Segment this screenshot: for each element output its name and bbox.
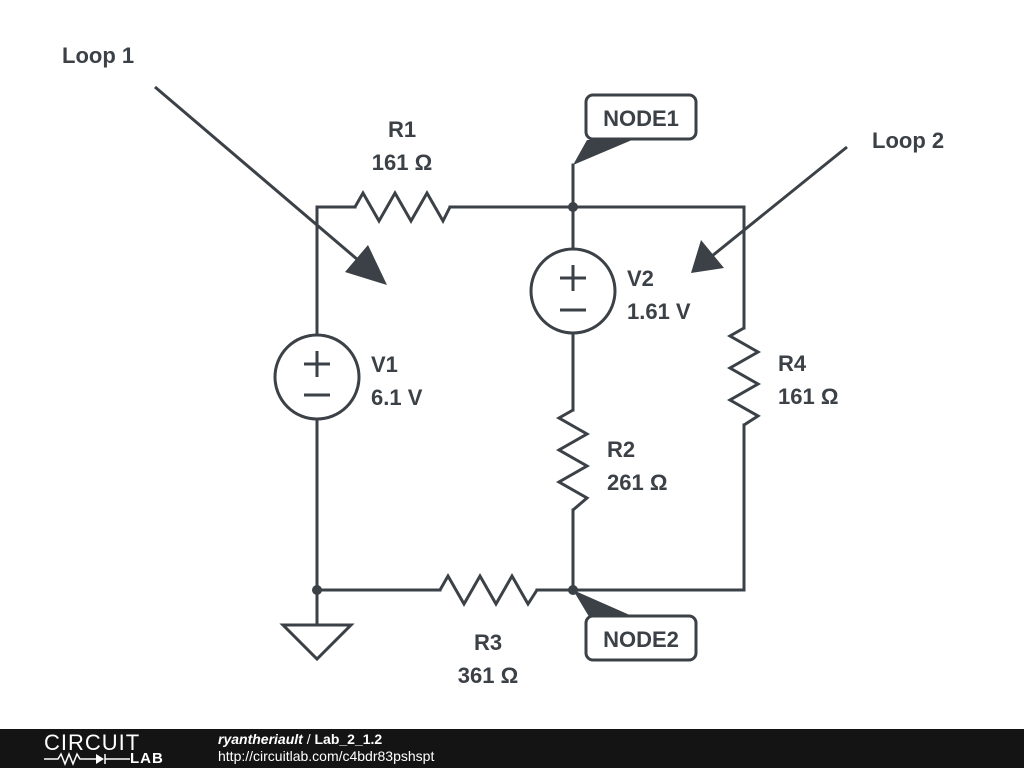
logo-circuit-icon	[44, 752, 130, 766]
loop2-label: Loop 2	[872, 128, 944, 153]
r1-value: 161 Ω	[372, 150, 432, 175]
r2-name: R2	[607, 437, 635, 462]
v1-value: 6.1 V	[371, 385, 423, 410]
loop1-label: Loop 1	[62, 43, 134, 68]
ground-icon	[279, 623, 355, 662]
r4-name: R4	[778, 351, 807, 376]
circuitlab-logo[interactable]: CIRCUIT LAB	[44, 732, 184, 766]
resistor-r3	[438, 572, 539, 608]
node2-tag: NODE2	[573, 590, 698, 662]
r4-value: 161 Ω	[778, 384, 838, 409]
path-separator: /	[302, 731, 315, 747]
resistor-r2	[555, 408, 591, 512]
voltage-source-v2	[529, 247, 617, 335]
node2-label: NODE2	[603, 627, 679, 652]
wire-left-top	[315, 205, 357, 337]
wires	[315, 163, 746, 627]
footer-bar: CIRCUIT LAB ryantheriault / Lab_2_1.2 ht…	[0, 729, 1024, 768]
r2-value: 261 Ω	[607, 470, 667, 495]
v1-name: V1	[371, 352, 398, 377]
logo-wordmark-bottom: LAB	[130, 750, 164, 767]
circuit-title-link[interactable]: Lab_2_1.2	[314, 731, 383, 747]
circuit-url-link[interactable]: http://circuitlab.com/c4bdr83pshspt	[218, 748, 435, 764]
v2-name: V2	[627, 266, 654, 291]
circuit-schematic: NODE1 NODE2 Loop 1 Loop 2 R1 161 Ω R2 26…	[62, 43, 944, 688]
logo-wordmark-top: CIRCUIT	[44, 730, 141, 755]
resistor-r1	[353, 189, 452, 225]
circuit-owner-title: ryantheriault / Lab_2_1.2	[218, 731, 434, 748]
v2-value: 1.61 V	[627, 299, 691, 324]
loop2-arrow-icon	[691, 145, 848, 273]
voltage-source-v1	[273, 333, 361, 421]
loop1-arrow-icon	[154, 85, 387, 285]
resistor-r4	[726, 326, 762, 427]
junction-top	[568, 202, 578, 212]
r1-name: R1	[388, 117, 416, 142]
r3-name: R3	[474, 630, 502, 655]
owner-link[interactable]: ryantheriault	[218, 731, 303, 747]
node1-tag: NODE1	[573, 93, 698, 165]
circuit-meta: ryantheriault / Lab_2_1.2 http://circuit…	[218, 731, 434, 765]
r3-value: 361 Ω	[458, 663, 518, 688]
node1-label: NODE1	[603, 106, 679, 131]
junction-bottom-left	[312, 585, 322, 595]
